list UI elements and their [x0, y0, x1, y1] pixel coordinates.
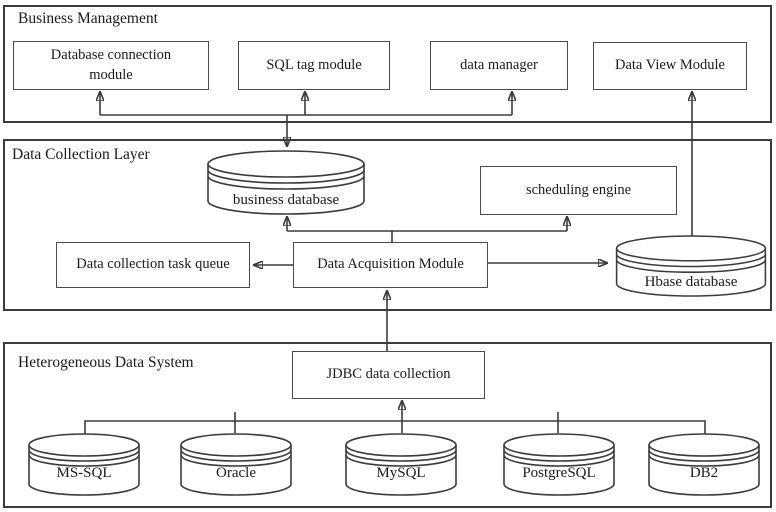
node-jdbc-data-collection: JDBC data collection — [292, 351, 485, 399]
node-ms-sql: MS-SQL — [28, 433, 140, 496]
node-hbase-database-label: Hbase database — [644, 274, 738, 290]
node-data-view-module: Data View Module — [593, 42, 747, 90]
node-data-manager: data manager — [430, 41, 568, 90]
node-scheduling-engine-label: scheduling engine — [525, 181, 632, 198]
node-oracle-label: Oracle — [216, 465, 256, 481]
node-sql-tag-module-label: SQL tag module — [266, 56, 362, 73]
node-db2-label: DB2 — [689, 465, 719, 481]
node-mysql: MySQL — [345, 433, 457, 496]
node-ms-sql-label: MS-SQL — [56, 465, 112, 481]
node-business-database-label: business database — [232, 192, 340, 208]
node-sql-tag-module: SQL tag module — [238, 41, 390, 90]
node-scheduling-engine: scheduling engine — [480, 166, 677, 215]
node-data-acquisition-module: Data Acquisition Module — [293, 242, 488, 288]
node-data-acquisition-module-label: Data Acquisition Module — [317, 256, 464, 273]
node-jdbc-data-collection-label: JDBC data collection — [326, 366, 451, 383]
layer-business-management-label: Business Management — [18, 10, 158, 27]
node-hbase-database: Hbase database — [612, 235, 770, 297]
layer-data-collection-label: Data Collection Layer — [12, 146, 150, 163]
node-postgresql: PostgreSQL — [503, 433, 615, 496]
node-database-connection-module-label: Database connection module — [50, 46, 172, 83]
node-postgresql-label: PostgreSQL — [522, 465, 596, 481]
node-oracle: Oracle — [180, 433, 292, 496]
layer-heterogeneous-data-system-label: Heterogeneous Data System — [18, 354, 194, 371]
node-mysql-label: MySQL — [376, 465, 426, 481]
node-db2: DB2 — [648, 433, 760, 496]
node-data-manager-label: data manager — [460, 56, 538, 73]
node-database-connection-module: Database connection module — [13, 41, 209, 90]
node-business-database: business database — [207, 150, 365, 215]
node-data-collection-task-queue-label: Data collection task queue — [76, 256, 230, 273]
node-data-collection-task-queue: Data collection task queue — [56, 242, 250, 288]
node-data-view-module-label: Data View Module — [614, 57, 725, 74]
layer-business-management — [3, 5, 772, 123]
